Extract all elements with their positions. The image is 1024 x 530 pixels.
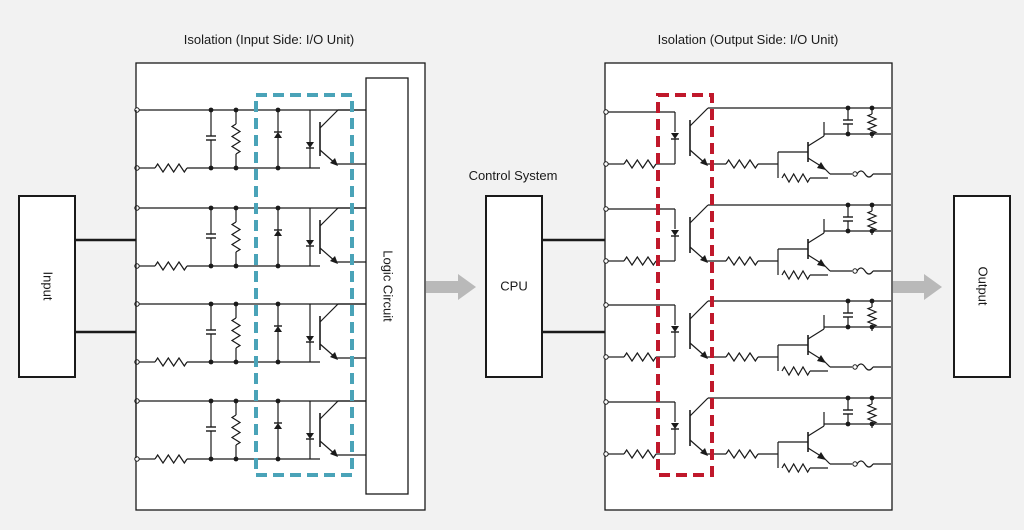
fuse-icon <box>856 170 874 178</box>
resistor-icon <box>230 317 242 349</box>
arrow-right-icon <box>893 274 942 300</box>
resistor-icon <box>230 221 242 253</box>
output-channel <box>603 395 891 474</box>
arrow-right-icon <box>426 274 476 300</box>
diode-icon <box>274 229 282 236</box>
resistor-icon <box>230 414 242 446</box>
resistor-icon <box>725 448 759 460</box>
resistor-icon <box>230 123 242 155</box>
input-channel <box>134 205 366 272</box>
resistor-icon <box>866 306 878 328</box>
resistor-icon <box>623 255 657 267</box>
input-channel <box>134 301 366 368</box>
transistor-icon <box>777 122 831 184</box>
output-block: Output <box>953 195 1011 378</box>
resistor-icon <box>781 462 811 474</box>
fuse-icon <box>856 460 874 468</box>
output-box-label: Output <box>976 266 991 305</box>
resistor-icon <box>623 448 657 460</box>
diode-icon <box>274 131 282 138</box>
output-isolation-highlight <box>656 93 714 477</box>
diode-icon <box>274 325 282 332</box>
input-block: Input <box>18 195 76 378</box>
input-box-label: Input <box>41 272 56 301</box>
fuse-icon <box>856 363 874 371</box>
resistor-icon <box>781 365 811 377</box>
output-channel <box>603 202 891 281</box>
cpu-box-label: CPU <box>500 278 527 293</box>
input-io-unit: Logic Circuit <box>134 62 426 511</box>
fuse-icon <box>856 267 874 275</box>
output-isolation-title: Isolation (Output Side: I/O Unit) <box>658 32 839 47</box>
cpu-block: CPU <box>485 195 543 378</box>
input-channel <box>134 398 366 465</box>
resistor-icon <box>623 158 657 170</box>
logic-circuit-block <box>365 77 409 495</box>
resistor-icon <box>866 403 878 425</box>
resistor-icon <box>154 260 188 272</box>
control-system-label: Control System <box>469 168 558 183</box>
resistor-icon <box>725 351 759 363</box>
diode-icon <box>274 422 282 429</box>
input-isolation-title: Isolation (Input Side: I/O Unit) <box>184 32 355 47</box>
logic-circuit-label: Logic Circuit <box>381 250 396 322</box>
resistor-icon <box>623 351 657 363</box>
output-channel <box>603 298 891 377</box>
resistor-icon <box>781 172 811 184</box>
resistor-icon <box>154 162 188 174</box>
resistor-icon <box>781 269 811 281</box>
phototransistor-icon <box>689 300 709 359</box>
resistor-icon <box>725 158 759 170</box>
output-channel <box>603 105 891 184</box>
resistor-icon <box>725 255 759 267</box>
phototransistor-icon <box>319 400 339 457</box>
output-io-unit <box>603 62 893 511</box>
resistor-icon <box>154 356 188 368</box>
resistor-icon <box>154 453 188 465</box>
input-channel <box>134 107 366 174</box>
resistor-icon <box>866 210 878 232</box>
resistor-icon <box>866 113 878 135</box>
